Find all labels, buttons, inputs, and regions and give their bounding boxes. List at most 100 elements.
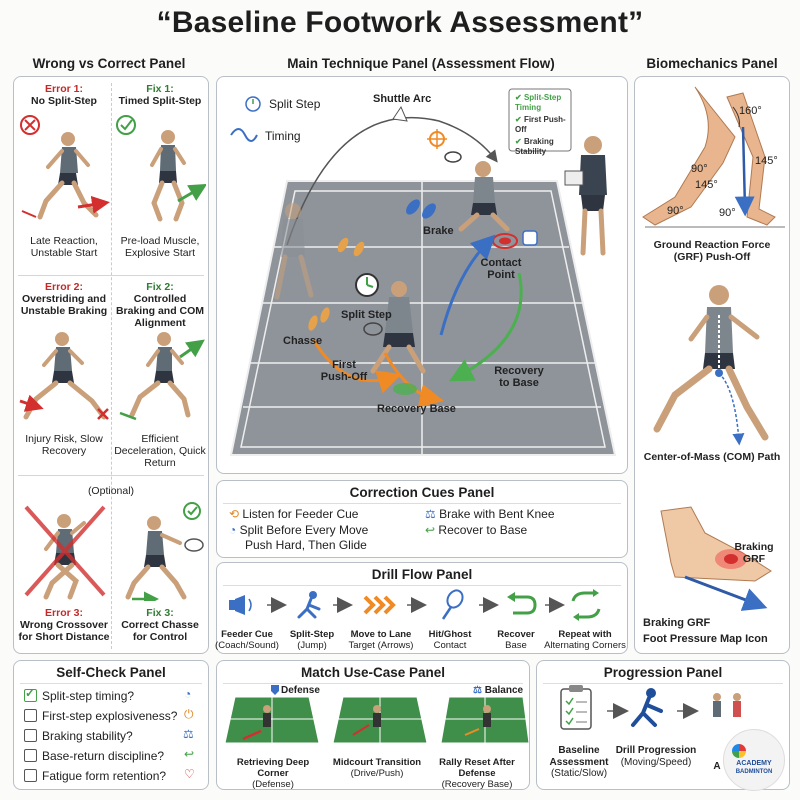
- power-icon: ⏻: [184, 707, 194, 721]
- error1-figure: [20, 115, 110, 220]
- checklist-items: ✔ Split-Step Timing ✔ First Push-Off ✔ B…: [515, 93, 569, 156]
- match-case-3: Rally Reset After Defense(Recovery Base): [439, 757, 515, 790]
- biomech-figures: [642, 86, 785, 611]
- checkbox[interactable]: [24, 709, 37, 722]
- angle-145-right: 145°: [755, 155, 778, 167]
- fix2-result: Efficient Deceleration, Quick Return: [114, 433, 206, 469]
- balance-icon: ⚖: [183, 727, 194, 741]
- court-diagram: [229, 88, 617, 456]
- checklist-item-1: ✔ Split-Step Timing: [515, 93, 562, 112]
- drill-step-1: Feeder Cue(Coach/Sound): [215, 629, 279, 651]
- angle-90-left: 90°: [667, 205, 684, 217]
- checkbox-checked[interactable]: ✓: [24, 686, 37, 702]
- biomechanics-panel: 160° 145° 90° 145° 90° 90° Ground Reacti…: [634, 76, 790, 654]
- progression-panel: Progression Panel Baseline Assessment(St…: [536, 660, 790, 791]
- cues-title: Correction Cues Panel: [349, 485, 495, 500]
- progression-title: Progression Panel: [603, 665, 723, 680]
- error3-tag: Error 3:: [45, 607, 83, 619]
- selfcheck-item-1[interactable]: ✓Split-step timing?: [24, 686, 135, 703]
- correct-check-icon: [183, 502, 201, 520]
- selfcheck-item-4[interactable]: Base-return discipline?: [24, 749, 164, 763]
- defense-label: Defense: [281, 685, 320, 696]
- drill-steps: Feeder Cue(Coach/Sound) Split-Step(Jump)…: [215, 629, 627, 653]
- shuttle-icon: [392, 105, 408, 122]
- checklist-item-3: ✔ Braking Stability: [515, 137, 554, 156]
- angle-160: 160°: [739, 105, 762, 117]
- cue-2: Brake with Bent Knee: [439, 507, 555, 521]
- match-case-1: Retrieving Deep Corner(Defense): [236, 757, 310, 790]
- repeat-icon: [571, 589, 601, 621]
- fix3-name: Correct Chasse for Control: [121, 619, 199, 643]
- selfcheck-item-5[interactable]: Fatigue form retention?: [24, 769, 166, 783]
- fix1-result: Pre-load Muscle, Explosive Start: [120, 235, 200, 259]
- progression-icons: [560, 685, 741, 730]
- chasse-label: Chasse: [283, 335, 323, 347]
- logo-emblem-icon: [732, 744, 746, 758]
- main-panel-title: Main Technique Panel (Assessment Flow): [287, 56, 555, 71]
- cue-5: Push Hard, Then Glide: [245, 538, 367, 552]
- checklist-item-2: ✔ First Push-Off: [515, 115, 566, 134]
- recovery-base-label: Recovery Base: [377, 403, 456, 415]
- fix1-figure: [116, 115, 206, 222]
- error1-name: No Split-Step: [31, 95, 97, 107]
- cross-out-icon: [24, 505, 106, 597]
- selfcheck-title: Self-Check Panel: [56, 665, 166, 680]
- error2-result: Injury Risk, Slow Recovery: [25, 433, 103, 457]
- fix1-name: Timed Split-Step: [118, 95, 202, 107]
- selfcheck-item-2[interactable]: First-step explosiveness?: [24, 709, 177, 723]
- runner-icon: [631, 688, 663, 727]
- optional-label: (Optional): [87, 485, 135, 497]
- biomech-title: Biomechanics Panel: [646, 56, 778, 71]
- fix2-name: Controlled Braking and COM Alignment: [115, 293, 205, 329]
- wrong-correct-title: Wrong vs Correct Panel: [32, 56, 186, 71]
- drill-icons: [229, 589, 601, 621]
- megaphone-icon: [229, 595, 252, 615]
- recover-arrow-icon: [507, 592, 537, 615]
- logo-line-2: BADMINTON: [735, 769, 773, 775]
- angle-90-right: 90°: [719, 207, 736, 219]
- shield-icon: [271, 685, 279, 695]
- progression-stage-3: A: [713, 761, 721, 772]
- angle-145-left: 145°: [695, 179, 718, 191]
- fix2-figure: [119, 332, 205, 421]
- checkbox[interactable]: [24, 749, 37, 762]
- assessment-checklist: [508, 88, 572, 152]
- match-case-2: Midcourt Transition(Drive/Push): [332, 757, 422, 779]
- selfcheck-item-3[interactable]: Braking stability?: [24, 729, 133, 743]
- cue-3: Split Before Every Move: [239, 523, 369, 537]
- drill-flow-panel: Drill Flow Panel Feeder Cue(Coach/Sound)…: [215, 562, 628, 654]
- return-icon: ↩: [184, 747, 195, 761]
- runner-icon: [297, 591, 321, 619]
- error1-result: Late Reaction, Unstable Start: [30, 235, 98, 259]
- page-title: “Baseline Footwork Assessment”: [156, 6, 644, 39]
- match-title: Match Use-Case Panel: [300, 665, 446, 680]
- fix2-tag: Fix 2:: [146, 281, 174, 293]
- ear-icon: ⟲: [229, 507, 240, 521]
- error1-tag: Error 1:: [45, 83, 83, 95]
- chevrons-icon: [363, 595, 396, 615]
- wrong-correct-panel: Error 1: No Split-Step Fix 1: Timed Spli…: [13, 76, 209, 654]
- cue-4: Recover to Base: [438, 523, 528, 537]
- recovery-to-base-label: Recovery to Base: [494, 365, 544, 389]
- foot-map-label: Foot Pressure Map Icon: [643, 633, 768, 645]
- error2-figure: [19, 332, 109, 420]
- correct-check-icon: [116, 115, 136, 135]
- return-arrow-icon: ↩: [425, 523, 436, 537]
- self-check-panel: Self-Check Panel ✓Split-step timing? Fir…: [13, 660, 209, 790]
- recovery-base-marker: [393, 383, 417, 395]
- checkbox[interactable]: [24, 769, 37, 782]
- angle-90-mid: 90°: [691, 163, 708, 175]
- error2-name: Overstriding and Unstable Braking: [20, 293, 108, 317]
- braking-grf-bottom: Braking GRF: [643, 617, 711, 629]
- progression-stage-1: Baseline Assessment(Static/Slow): [549, 745, 609, 779]
- drill-step-2: Split-Step(Jump): [289, 629, 335, 651]
- fix3-tag: Fix 3:: [146, 607, 174, 619]
- stopwatch-icon: ◔: [184, 687, 192, 701]
- braking-grf-top: Braking GRF: [734, 541, 774, 565]
- first-pushoff-label: First Push-Off: [320, 359, 368, 383]
- checkbox[interactable]: [24, 729, 37, 742]
- racket-icon: [441, 589, 464, 620]
- wrong-x-icon: [20, 115, 40, 135]
- error3-name: Wrong Crossover for Short Distance: [18, 619, 110, 643]
